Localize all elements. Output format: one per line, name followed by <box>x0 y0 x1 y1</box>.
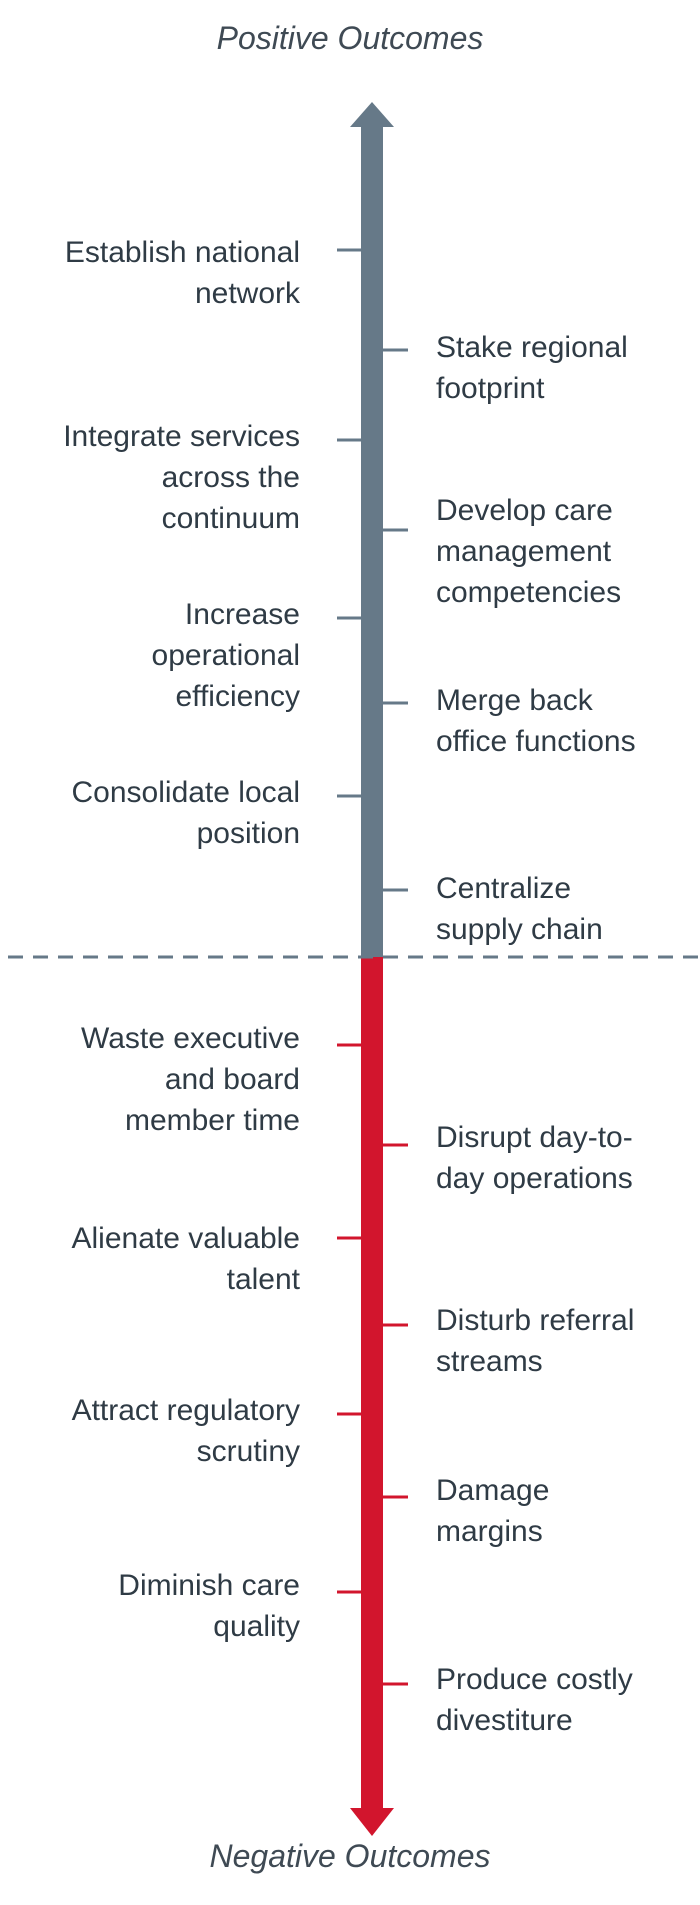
positive-left-label-3: Increase operational efficiency <box>152 594 300 717</box>
label-line: Integrate services <box>63 420 300 453</box>
label-line: office functions <box>436 725 636 758</box>
down-arrowhead <box>350 1808 394 1836</box>
label-line: and board <box>164 1063 300 1096</box>
positive-outcomes-caption: Positive Outcomes <box>216 20 484 56</box>
label-line: quality <box>213 1610 300 1643</box>
label-line: day operations <box>436 1162 633 1195</box>
label-line: position <box>196 817 300 850</box>
label-line: scrutiny <box>196 1435 300 1468</box>
positive-right-label-3: Merge back office functions <box>436 680 636 762</box>
label-line: divestiture <box>436 1704 573 1737</box>
label-line: Waste executive <box>81 1022 300 1055</box>
label-line: Disrupt day-to- <box>436 1121 633 1154</box>
label-line: Stake regional <box>436 331 628 364</box>
negative-left-label-2: Alienate valuable talent <box>71 1218 300 1300</box>
label-line: supply chain <box>436 913 603 946</box>
label-line: Disturb referral <box>436 1304 635 1337</box>
up-arrowhead <box>350 102 394 127</box>
negative-left-label-1: Waste executive and board member time <box>81 1018 300 1141</box>
label-line: Diminish care <box>118 1569 300 1602</box>
label-line: Produce costly <box>436 1663 633 1696</box>
label-line: Establish national <box>64 236 300 269</box>
positive-left-label-4: Consolidate local position <box>72 772 300 854</box>
label-line: efficiency <box>175 680 300 713</box>
negative-outcomes-caption: Negative Outcomes <box>209 1838 491 1874</box>
label-line: operational <box>151 639 300 672</box>
negative-left-label-4: Diminish care quality <box>118 1565 300 1647</box>
negative-right-label-2: Disturb referral streams <box>436 1300 634 1382</box>
label-line: Alienate valuable <box>71 1222 300 1255</box>
label-line: streams <box>436 1345 543 1378</box>
label-line: continuum <box>161 502 300 535</box>
label-line: Damage <box>436 1474 550 1507</box>
negative-left-label-3: Attract regulatory scrutiny <box>72 1390 300 1472</box>
negative-right-label-1: Disrupt day-to-day operations <box>436 1117 633 1199</box>
label-line: Develop care <box>436 494 613 527</box>
label-line: Increase <box>184 598 300 631</box>
label-line: Centralize <box>436 872 572 905</box>
label-line: Merge back <box>436 684 593 717</box>
label-line: footprint <box>436 372 545 405</box>
label-line: Consolidate local <box>71 776 300 809</box>
label-line: management <box>436 535 612 568</box>
label-line: talent <box>226 1263 300 1296</box>
positive-bar <box>361 126 383 957</box>
positive-right-label-4: Centralize supply chain <box>436 868 603 950</box>
label-line: margins <box>436 1515 543 1548</box>
label-line: competencies <box>436 576 622 609</box>
label-line: network <box>194 277 300 310</box>
negative-bar <box>361 957 383 1810</box>
label-line: Attract regulatory <box>71 1394 300 1427</box>
label-line: member time <box>124 1104 300 1137</box>
negative-right-label-3: Damage margins <box>436 1470 549 1552</box>
positive-left-label-1: Establish national network <box>65 232 300 314</box>
positive-left-label-2: Integrate services across the continuum <box>63 416 300 539</box>
positive-right-label-1: Stake regional footprint <box>436 327 628 409</box>
negative-right-label-4: Produce costly divestiture <box>436 1659 633 1741</box>
positive-right-label-2: Develop care management competencies <box>436 490 621 613</box>
label-line: across the <box>161 461 300 494</box>
